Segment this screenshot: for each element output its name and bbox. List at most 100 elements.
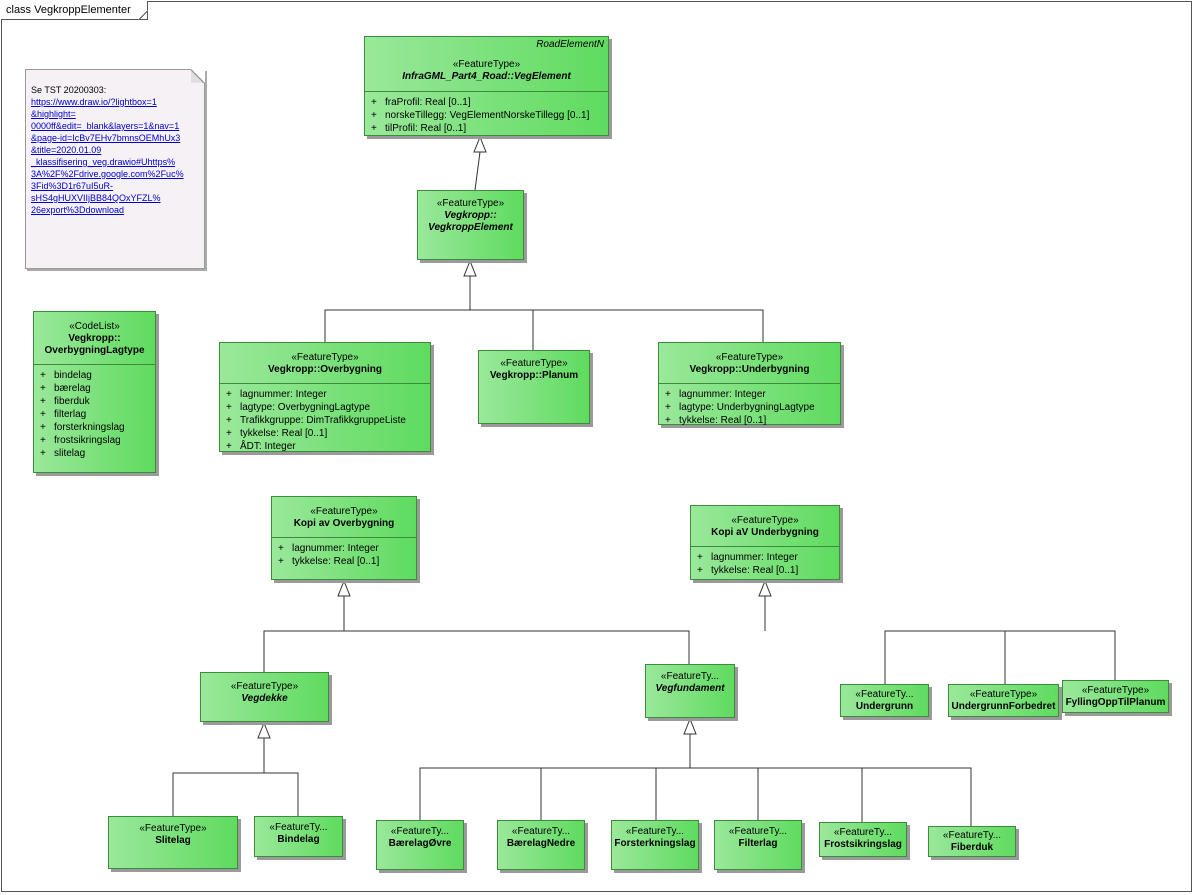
- class-planum[interactable]: «FeatureType» Vegkropp::Planum: [478, 350, 590, 424]
- class-name: BærelagØvre: [388, 838, 452, 849]
- class-attribute: +tilProfil: Real [0..1]: [371, 123, 467, 134]
- class-vegfundament[interactable]: «FeatureTy... Vegfundament: [645, 664, 735, 718]
- class-stereotype: «FeatureType»: [291, 352, 359, 363]
- class-frostsikringslag[interactable]: «FeatureTy... Frostsikringslag: [819, 822, 907, 857]
- class-attribute: +tykkelse: Real [0..1]: [665, 415, 767, 426]
- class-name: Frostsikringslag: [824, 839, 902, 850]
- generalization-arrow-kopi-overbygning: [337, 579, 351, 597]
- class-stereotype: «FeatureType»: [731, 515, 799, 526]
- note-link-line[interactable]: &title=2020.01.09: [31, 145, 102, 155]
- class-bindelag[interactable]: «FeatureTy... Bindelag: [254, 816, 343, 857]
- class-attribute: +ÅDT: Integer: [226, 441, 296, 452]
- class-vegelement[interactable]: RoadElementN «FeatureType» InfraGML_Part…: [364, 36, 609, 136]
- class-slitelag[interactable]: «FeatureType» Slitelag: [108, 816, 238, 869]
- note-link-line[interactable]: &highlight=: [31, 109, 76, 119]
- class-kopi-av-overbygning[interactable]: «FeatureType» Kopi av Overbygning +lagnu…: [271, 496, 417, 580]
- class-stereotype: «FeatureTy...: [728, 826, 788, 837]
- generalization-arrow-vegfundament: [683, 717, 697, 735]
- class-name: Filterlag: [738, 838, 778, 849]
- class-overbygning[interactable]: «FeatureType» Vegkropp::Overbygning +lag…: [219, 342, 431, 452]
- class-forsterkningslag[interactable]: «FeatureTy... Forsterkningslag: [611, 820, 699, 870]
- class-attribute: +lagnummer: Integer: [226, 389, 327, 400]
- class-attribute: +fraProfil: Real [0..1]: [371, 97, 471, 108]
- generalization-arrow-vegelement: [473, 135, 487, 153]
- class-name: Vegkropp::: [444, 210, 497, 221]
- class-undergrunn[interactable]: «FeatureTy... Undergrunn: [840, 684, 929, 717]
- class-fyllingopptilplanum[interactable]: «FeatureType» FyllingOppTilPlanum: [1062, 680, 1169, 713]
- class-attribute: +lagnummer: Integer: [697, 552, 798, 563]
- note-link-line[interactable]: 3Fid%3D1r67uI5uR-: [31, 181, 114, 191]
- note-link-line[interactable]: 3A%2F%2Fdrive.google.com%2Fuc%: [31, 169, 184, 179]
- class-attribute: +bærelag: [40, 383, 91, 394]
- class-stereotype: «FeatureTy...: [833, 827, 893, 838]
- class-name: Vegkropp::Planum: [489, 370, 579, 381]
- class-overbygninglagtype[interactable]: «CodeList» Vegkropp:: OverbygningLagtype…: [33, 311, 156, 473]
- class-vegdekke[interactable]: «FeatureType» Vegdekke: [200, 672, 329, 722]
- note-link-line[interactable]: 26export%3Ddownload: [31, 205, 125, 215]
- class-stereotype: «FeatureType»: [230, 681, 299, 692]
- class-attribute: +frostsikringslag: [40, 435, 121, 446]
- note-link-line[interactable]: &page-id=IcBv7EHv7bmnsOEMhUx3: [31, 133, 181, 143]
- generalization-vegkroppelement: [474, 151, 481, 191]
- note-link-line[interactable]: _klassifisering_veg.drawio#Uhttps%: [31, 157, 176, 167]
- class-name: Vegkropp::Underbygning: [689, 364, 810, 375]
- class-name: Vegkropp::Overbygning: [268, 364, 382, 375]
- class-name: Vegfundament: [655, 683, 725, 694]
- class-baerelagovre[interactable]: «FeatureTy... BærelagØvre: [376, 820, 464, 870]
- class-name: VegkroppElement: [428, 222, 513, 233]
- generalization-tree-vegfundament: [419, 767, 972, 826]
- class-attribute: +lagtype: UnderbygningLagtype: [665, 402, 815, 413]
- class-attribute: +forsterkningslag: [40, 422, 125, 433]
- class-stereotype: «FeatureTy...: [625, 826, 685, 837]
- class-stereotype: «FeatureTy...: [511, 826, 571, 837]
- class-stereotype: «FeatureTy...: [390, 826, 450, 837]
- note-link-line[interactable]: https://www.draw.io/?lightbox=1: [31, 97, 157, 107]
- class-attribute: +slitelag: [40, 448, 86, 459]
- note: Se TST 20200303: https://www.draw.io/?li…: [25, 69, 205, 269]
- class-attribute: +filterlag: [40, 409, 87, 420]
- note-link-line[interactable]: sHS4gHUXVIIjBB84QOxYFZL%: [31, 193, 161, 203]
- generalization-tree-vegkropp: [324, 309, 764, 342]
- class-stereotype: «FeatureTy...: [660, 671, 720, 682]
- class-kopi-av-underbygning[interactable]: «FeatureType» Kopi aV Underbygning +lagn…: [690, 505, 840, 580]
- generalization-arrow-vegdekke: [257, 721, 271, 739]
- class-name: Bindelag: [277, 834, 320, 845]
- generalization-arrow-kopi-underbygning: [758, 579, 772, 597]
- class-attribute: +tykkelse: Real [0..1]: [278, 556, 380, 567]
- class-undergrunnforbedret[interactable]: «FeatureType» UndergrunnForbedret: [948, 684, 1059, 717]
- class-name: Forsterkningslag: [614, 838, 696, 849]
- class-fiberduk[interactable]: «FeatureTy... Fiberduk: [928, 826, 1016, 857]
- class-stereotype: «CodeList»: [69, 321, 120, 332]
- class-name: InfraGML_Part4_Road::VegElement: [402, 71, 571, 82]
- generalization-tree-kopi-overbygning: [263, 630, 690, 672]
- class-attribute: +Trafikkgruppe: DimTrafikkgruppeListe: [226, 415, 406, 426]
- class-underbygning[interactable]: «FeatureType» Vegkropp::Underbygning +la…: [658, 342, 841, 426]
- note-text: Se TST 20200303:: [31, 85, 107, 95]
- generalization-tree-kopi-underbygning: [884, 630, 1116, 684]
- class-attribute: +norskeTillegg: VegElementNorskeTillegg …: [371, 110, 590, 121]
- class-stereotype: «FeatureType»: [500, 358, 568, 369]
- class-name: Undergrunn: [855, 701, 914, 712]
- class-name: BærelagNedre: [506, 838, 576, 849]
- class-stereotype: «FeatureType»: [452, 59, 521, 70]
- class-tag: RoadElementN: [536, 39, 604, 50]
- class-name: UndergrunnForbedret: [951, 701, 1056, 712]
- class-name: Kopi av Overbygning: [293, 518, 395, 529]
- class-stereotype: «FeatureType»: [139, 823, 207, 834]
- generalization-arrow-vegkroppelement: [463, 259, 477, 277]
- class-name: Vegdekke: [241, 693, 288, 704]
- class-filterlag[interactable]: «FeatureTy... Filterlag: [714, 820, 802, 870]
- class-stereotype: «FeatureTy...: [269, 822, 328, 833]
- class-attribute: +lagtype: OverbygningLagtype: [226, 402, 371, 413]
- class-stereotype: «FeatureType»: [969, 689, 1038, 700]
- class-name: Vegkropp::: [68, 333, 121, 344]
- class-baerelagnedre[interactable]: «FeatureTy... BærelagNedre: [497, 820, 585, 870]
- class-vegkroppelement[interactable]: «FeatureType» Vegkropp:: VegkroppElement: [417, 190, 524, 260]
- class-name: Kopi aV Underbygning: [711, 527, 819, 538]
- class-stereotype: «FeatureType»: [436, 198, 505, 209]
- class-attribute: +tykkelse: Real [0..1]: [226, 428, 328, 439]
- note-link-line[interactable]: 0000ff&edit=_blank&layers=1&nav=1: [31, 121, 180, 131]
